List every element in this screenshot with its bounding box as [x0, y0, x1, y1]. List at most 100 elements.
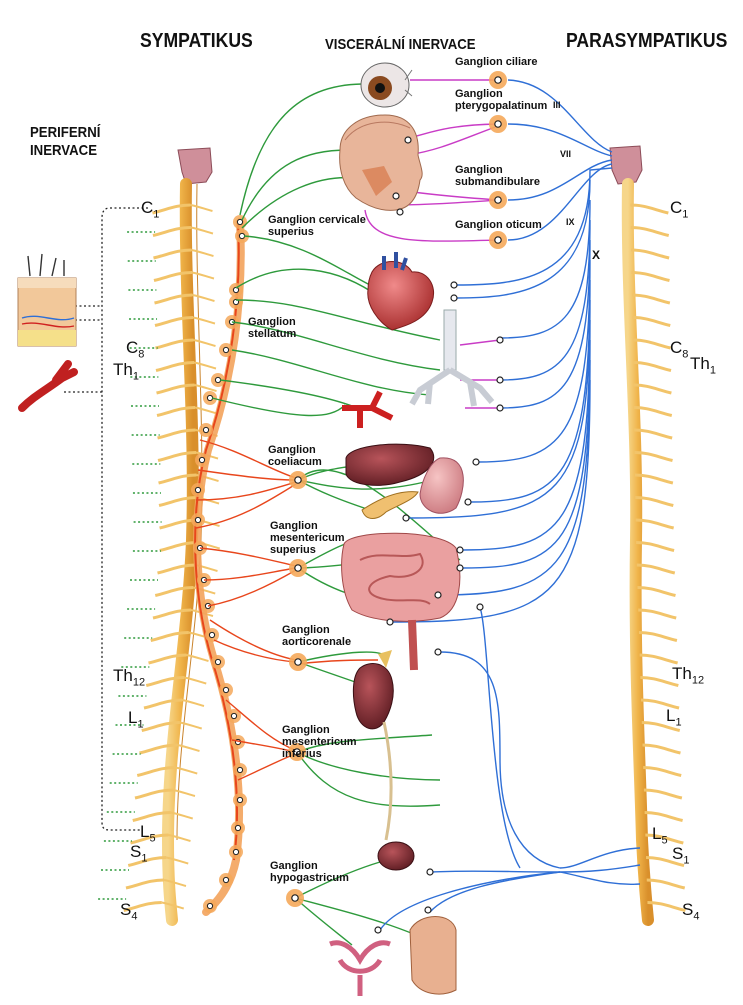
- ganglion-cervicale-label: Ganglion cervicale superius: [268, 214, 366, 238]
- left-root: [125, 878, 165, 890]
- blood-vessel-small: [342, 390, 394, 428]
- left-root: [157, 563, 196, 575]
- synapse-marker: [402, 514, 410, 522]
- synapse-marker: [198, 456, 206, 464]
- synapse-marker: [293, 748, 301, 756]
- left-root: [154, 316, 194, 327]
- left-root: [132, 811, 171, 822]
- right-root: [631, 293, 671, 305]
- peripheral-bracket: [64, 207, 148, 831]
- ganglion-markers: [286, 71, 507, 934]
- right-spinal-cord: [609, 145, 654, 926]
- left-root-branch: [168, 834, 191, 842]
- right-segment-L5: L5: [652, 824, 668, 847]
- synapse-marker: [234, 824, 242, 832]
- peripheral-header: PERIFERNÍ INERVACE: [30, 124, 101, 159]
- right-root: [635, 518, 675, 530]
- left-root: [155, 338, 194, 350]
- synapse-marker: [450, 294, 458, 302]
- left-segment-L5: L5: [140, 822, 156, 845]
- left-root-branch: [161, 901, 184, 910]
- left-root: [123, 901, 162, 912]
- left-segment-Th1: Th1: [113, 360, 139, 383]
- left-root: [134, 788, 174, 800]
- left-root-branch: [186, 654, 209, 662]
- synapse-marker: [222, 876, 230, 884]
- right-root: [632, 361, 672, 372]
- left-root-branch: [177, 744, 200, 752]
- right-spinal-roots: [630, 203, 686, 912]
- left-root: [152, 226, 191, 237]
- left-root: [156, 406, 196, 417]
- ganglion-stellatum-label: Ganglion stellatum: [248, 316, 297, 340]
- heart: [367, 252, 434, 331]
- left-root-branch: [191, 271, 215, 280]
- pancreas: [361, 491, 419, 519]
- synapse-marker: [494, 120, 502, 128]
- right-root: [639, 653, 678, 665]
- synapse-marker: [374, 926, 382, 934]
- left-root-branch: [184, 676, 207, 685]
- ganglion-aorticorenale-label: Ganglion aorticorenale: [282, 624, 352, 648]
- synapse-marker: [396, 208, 404, 216]
- liver: [345, 443, 435, 486]
- left-root: [157, 451, 197, 462]
- stomach: [419, 457, 464, 514]
- left-root-branch: [175, 766, 198, 775]
- synapse-marker: [202, 426, 210, 434]
- left-root-branch: [181, 699, 205, 707]
- synapse-marker: [404, 136, 412, 144]
- right-root: [635, 496, 674, 507]
- left-root: [153, 248, 192, 260]
- left-segment-L1: L1: [128, 708, 144, 731]
- ganglion-submandibulare-label: Ganglion submandibulare: [455, 164, 540, 188]
- right-root: [636, 563, 676, 575]
- left-root: [153, 271, 193, 282]
- cranial-nerve-IX: IX: [566, 217, 575, 227]
- ganglion-mesentericum-superius-label: Ganglion mesentericum superius: [270, 520, 345, 556]
- synapse-marker: [494, 196, 502, 204]
- right-root: [638, 608, 677, 620]
- left-segment-S1: S1: [130, 842, 148, 865]
- left-root-branch: [193, 586, 216, 595]
- right-root: [643, 766, 682, 777]
- left-root-branch: [193, 339, 216, 347]
- synapse-marker: [214, 376, 222, 384]
- left-root: [152, 608, 192, 620]
- left-root-branch: [190, 226, 214, 235]
- left-segment-C8: C8: [126, 338, 145, 361]
- left-root-branch: [190, 204, 213, 212]
- right-root: [646, 856, 685, 867]
- right-root: [630, 226, 670, 237]
- parasympathetic-header: PARASYMPATIKUS: [566, 30, 728, 52]
- synapse-marker: [232, 286, 240, 294]
- left-root: [152, 203, 191, 215]
- right-root: [646, 878, 686, 890]
- right-root: [643, 788, 683, 800]
- synapse-marker: [194, 516, 202, 524]
- left-root: [158, 473, 197, 485]
- left-root-branch: [193, 361, 217, 370]
- left-root: [141, 721, 180, 732]
- right-root: [637, 586, 676, 597]
- cranial-nerve-III: III: [553, 100, 561, 110]
- bladder: [377, 841, 415, 871]
- left-root: [148, 653, 187, 665]
- uterus: [329, 940, 391, 996]
- synapse-marker: [294, 658, 302, 666]
- left-root: [150, 631, 189, 642]
- ganglion-pterygopalatinum-label: Ganglion pterygopalatinum: [455, 88, 548, 112]
- synapse-marker: [450, 281, 458, 289]
- right-root: [632, 316, 671, 327]
- left-root-branch: [194, 384, 217, 392]
- right-root: [640, 676, 679, 687]
- sympathetic-header: SYMPATIKUS: [140, 30, 253, 52]
- left-root-branch: [172, 789, 196, 797]
- right-segment-S4: S4: [682, 900, 700, 923]
- synapse-marker: [434, 591, 442, 599]
- synapse-marker: [456, 546, 464, 554]
- kidney: [352, 650, 394, 841]
- left-root-branch: [170, 811, 193, 820]
- synapse-marker: [194, 486, 202, 494]
